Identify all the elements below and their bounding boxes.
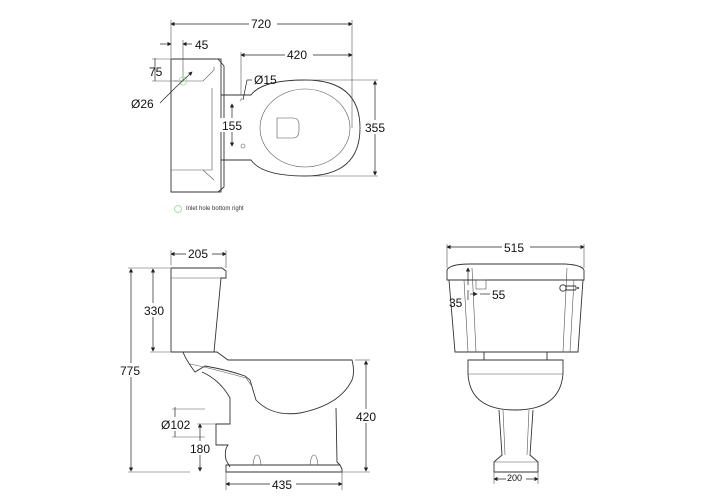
dim-outlet-height: 180	[188, 423, 216, 472]
dim-handle-offset-y: 35	[449, 267, 471, 310]
dim-720: 720	[251, 17, 271, 31]
dim-155: 155	[222, 119, 242, 133]
inlet-marker-icon	[174, 205, 182, 213]
inlet-legend-label: Inlet hole bottom right	[186, 206, 244, 212]
dim-515: 515	[504, 241, 524, 255]
plan-view: 720 420 45 75 Ø26 Ø15	[131, 16, 388, 193]
dim-handle-offset-x: 55	[470, 288, 506, 302]
dim-inlet-x: 45	[160, 38, 209, 80]
plan-bowl	[221, 79, 361, 177]
dim-45: 45	[195, 38, 209, 52]
side-view: 205 330 775 Ø102 180	[118, 246, 380, 492]
dim-base-width: 200	[493, 472, 539, 484]
dim-330: 330	[144, 304, 164, 318]
dim-base-length: 435	[225, 472, 343, 492]
front-bowl	[467, 351, 564, 473]
dim-d102: Ø102	[161, 418, 191, 432]
dim-d15: Ø15	[254, 73, 277, 87]
dim-75: 75	[149, 65, 163, 79]
dim-overall-width: 720	[170, 16, 353, 128]
dim-fixing-hole: Ø15	[242, 73, 277, 101]
side-bowl	[182, 351, 354, 473]
dim-fixing-spacing: 155	[220, 103, 244, 147]
dim-cistern-width: 515	[446, 240, 585, 268]
dim-420-plan: 420	[287, 48, 307, 62]
dim-cistern-depth: 205	[170, 246, 227, 268]
dim-inlet-diameter: Ø26	[131, 71, 193, 111]
dim-seat-height: 420	[342, 359, 380, 473]
dim-435: 435	[272, 478, 292, 492]
dim-420-side: 420	[356, 410, 376, 424]
front-view: 515 35 55 200	[446, 240, 585, 484]
dim-d26: Ø26	[131, 97, 154, 111]
dim-200: 200	[507, 473, 522, 483]
inlet-legend: Inlet hole bottom right	[174, 205, 244, 213]
dim-overall-height: 775	[118, 267, 190, 473]
dim-35: 35	[449, 296, 463, 310]
front-cistern	[446, 263, 585, 353]
dim-55: 55	[492, 288, 506, 302]
dim-bowl-length: 420	[240, 47, 353, 95]
side-cistern	[170, 267, 227, 353]
dim-775: 775	[120, 364, 140, 378]
dim-outlet-diameter: Ø102	[160, 407, 205, 438]
plan-cistern	[170, 58, 225, 193]
dim-bowl-width: 355	[305, 79, 388, 177]
dim-inlet-y: 75	[149, 58, 183, 82]
dim-205: 205	[188, 247, 208, 261]
dim-180: 180	[190, 442, 210, 456]
dim-cistern-height: 330	[142, 267, 170, 353]
dim-355: 355	[365, 121, 385, 135]
